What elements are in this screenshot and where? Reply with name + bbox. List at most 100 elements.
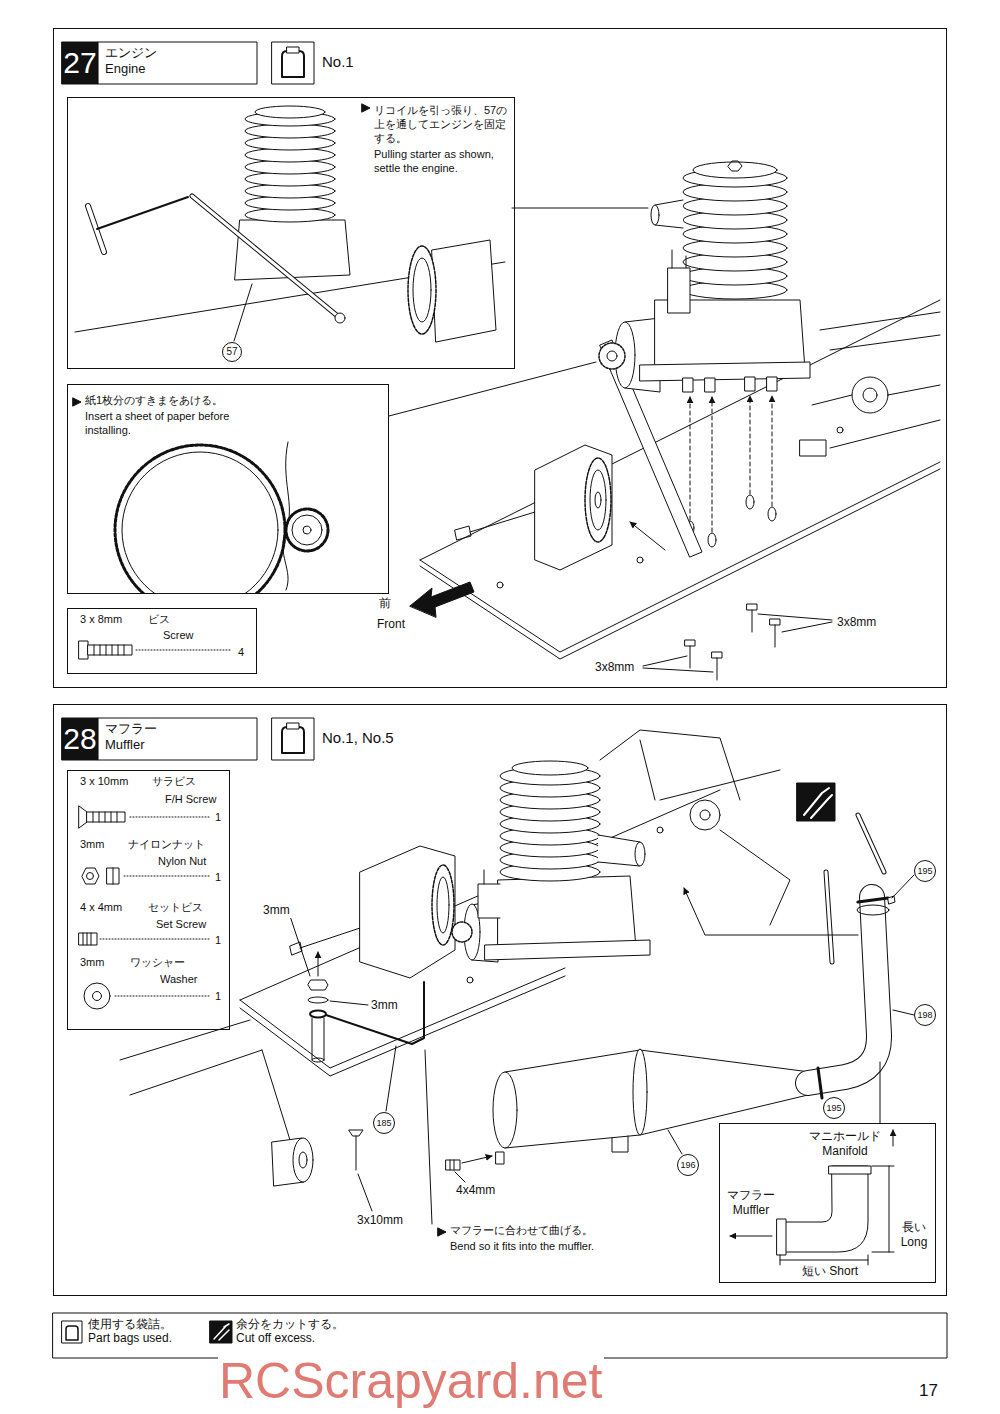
pinion-gear <box>286 509 328 551</box>
page-number: 17 <box>918 1380 939 1401</box>
bag-icon <box>287 723 299 729</box>
part-count: 4 <box>238 646 244 660</box>
part-size: 3mm <box>80 838 104 852</box>
parts-bag-box: No.1, No.5 <box>272 718 412 760</box>
watermark: RCScrapyard.net <box>218 1356 604 1406</box>
screw-icon <box>136 650 230 651</box>
nylon-nut-icon <box>113 868 114 884</box>
step-header <box>98 42 257 84</box>
direction-label: 前 <box>378 596 392 611</box>
suspension <box>120 1020 250 1060</box>
step-number: 27 <box>62 42 98 84</box>
gearbox <box>585 458 611 542</box>
suspension <box>830 420 940 448</box>
direction-arrow <box>318 952 319 976</box>
engine <box>478 884 500 918</box>
leader-line <box>668 1130 682 1154</box>
suspension <box>299 1152 307 1168</box>
callout-number: 195 <box>914 860 936 882</box>
step-title: マフラー Muffler <box>105 721 185 752</box>
rod-post <box>312 1018 324 1062</box>
chassis-plate <box>467 977 473 983</box>
gearbox <box>455 445 612 570</box>
bag-icon <box>62 1321 82 1343</box>
flat-head-screw-icon <box>93 812 117 822</box>
chassis-plate <box>837 427 843 433</box>
detail-callout-box: マニホールド Manifoldマフラー Muffler長い Long短い Sho… <box>719 1123 936 1283</box>
part-name: Washer <box>160 973 198 987</box>
callout-number: 198 <box>914 1004 936 1026</box>
pointer-triangle <box>73 104 446 1236</box>
flat-head-screw-icon <box>79 806 87 828</box>
screw <box>685 640 695 668</box>
dimension-label: 3mm <box>262 903 291 918</box>
chassis-plate <box>420 300 940 560</box>
direction-arrow <box>318 952 319 976</box>
chassis-plate <box>768 507 776 521</box>
step-header <box>62 718 98 760</box>
cable-tie <box>826 815 889 962</box>
leader-line <box>643 668 713 672</box>
callout-number: 57 <box>222 342 242 362</box>
step-title: エンジン Engine <box>105 45 185 76</box>
detail-callout-box: 紙1枚分のすきまをあける。Insert a sheet of paper bef… <box>67 384 389 594</box>
cutter-icon <box>797 783 835 821</box>
manifold <box>777 1166 871 1255</box>
part-count: 1 <box>215 871 221 885</box>
part-count: 1 <box>215 934 221 948</box>
muffler-rod <box>310 1011 326 1018</box>
direction-arrow <box>630 522 665 550</box>
pointer-triangle <box>362 104 370 112</box>
washer <box>308 997 328 1003</box>
clamp <box>858 898 888 902</box>
instruction-text: Pulling starter as shown, settle the eng… <box>374 148 510 176</box>
screw-icon <box>94 645 124 655</box>
flat-head-screw-icon <box>79 806 210 828</box>
cable-tie <box>826 872 832 962</box>
set-screw <box>446 1160 460 1170</box>
flat-head-screw <box>356 1136 357 1170</box>
suspension <box>262 1050 290 1140</box>
suspension <box>700 810 710 820</box>
engine <box>668 268 690 313</box>
bag-number: No.1, No.5 <box>322 729 394 748</box>
parts-list-box: 3 x 10mmサラビスF/H Screw13mmナイロンナットNylon Nu… <box>67 770 230 1030</box>
cable-tie <box>857 905 889 915</box>
direction-arrow <box>462 1156 492 1163</box>
flat-head-screw <box>349 1130 363 1170</box>
direction-label: マフラー Muffler <box>722 1188 780 1218</box>
engine <box>598 835 640 866</box>
dimension-line <box>780 1255 868 1265</box>
flat-head-screw-icon <box>130 817 210 818</box>
engine <box>728 161 742 171</box>
part-size: 3 x 8mm <box>80 613 122 627</box>
leader-line <box>512 208 648 209</box>
set-screw-icon <box>100 939 210 940</box>
engine <box>745 377 755 391</box>
engine <box>485 940 650 960</box>
nut <box>308 980 328 990</box>
gearbox <box>300 928 360 948</box>
engine <box>452 922 472 942</box>
cutter-icon <box>797 783 835 821</box>
leader-line <box>290 875 914 1224</box>
flat-head-screw-icon <box>87 812 125 822</box>
pull-starter-rod <box>192 196 345 323</box>
instruction-text: マフラーに合わせて曲げる。 <box>449 1224 594 1238</box>
screw <box>685 604 780 680</box>
engine <box>235 106 350 280</box>
engine <box>599 161 810 392</box>
suspension <box>660 770 780 800</box>
chassis-plate <box>800 440 826 456</box>
engine <box>767 377 777 391</box>
leader-line <box>643 656 687 666</box>
gearbox <box>413 258 431 322</box>
muffler <box>633 1049 647 1135</box>
dimension-label: 4x4mm <box>455 1183 496 1198</box>
bag-icon <box>62 1321 82 1343</box>
chassis-plate <box>240 790 720 1000</box>
step-panel: No.1, No.53 x 10mmサラビスF/H Screw13mmナイロンナ… <box>53 704 947 1296</box>
cutter-icon <box>210 1321 232 1343</box>
